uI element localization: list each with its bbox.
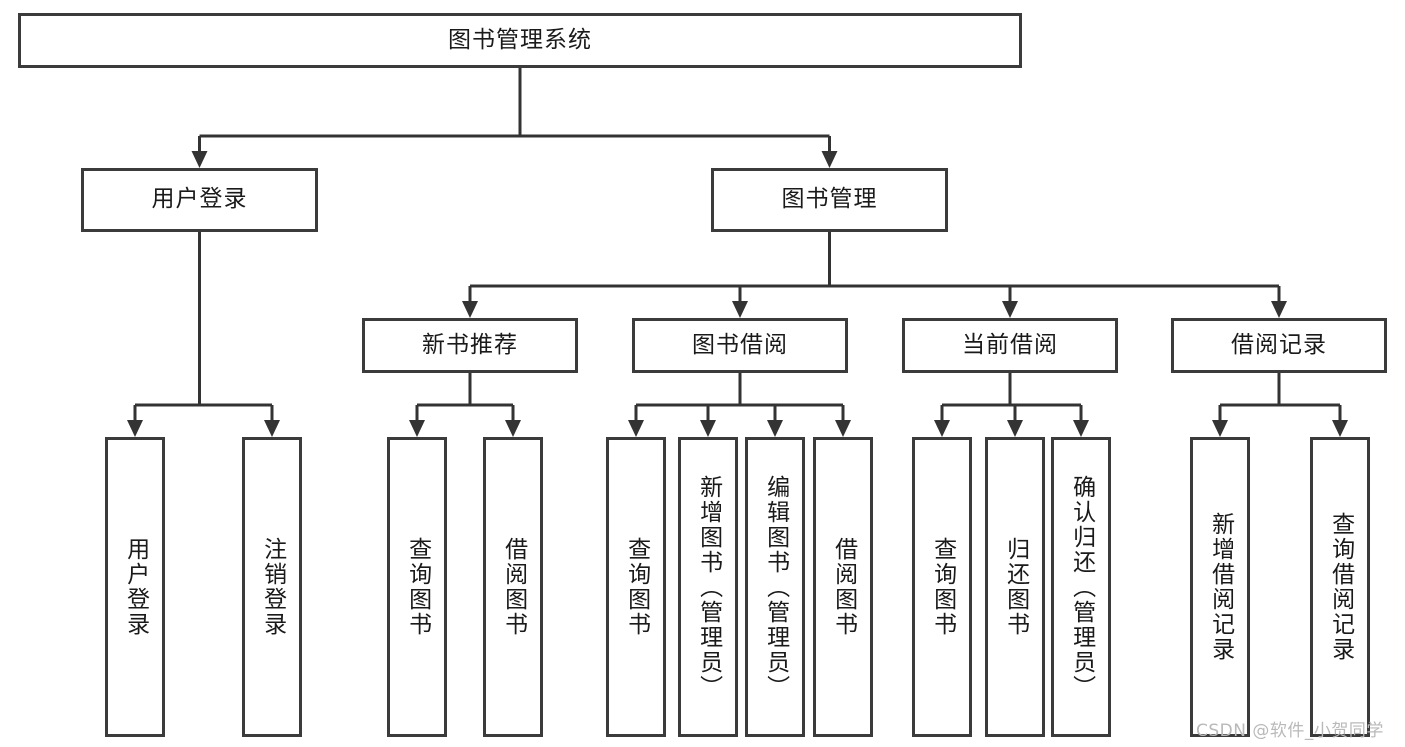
node-label: 图书管理 <box>781 186 878 213</box>
arrowhead-leaf-borrow-book-1 <box>505 420 521 437</box>
node-leaf-borrow-book-2[interactable]: 借阅图书 <box>813 437 873 737</box>
arrowhead-current-borrow <box>1002 301 1018 318</box>
arrowhead-leaf-borrow-book-2 <box>835 420 851 437</box>
arrowhead-user-login <box>191 151 208 168</box>
node-label: 查询借阅记录 <box>1327 512 1354 662</box>
node-leaf-add-record[interactable]: 新增借阅记录 <box>1190 437 1250 737</box>
node-label: 用户登录 <box>151 186 248 213</box>
node-label: 借阅图书 <box>500 537 527 637</box>
arrowhead-leaf-confirm-return <box>1073 420 1089 437</box>
node-leaf-confirm-return[interactable]: 确认归还（管理员） <box>1051 437 1111 737</box>
node-label: 注销登录 <box>259 537 286 637</box>
arrowhead-leaf-query-book-2 <box>628 420 644 437</box>
arrowhead-borrow-record <box>1271 301 1287 318</box>
node-label: 编辑图书（管理员） <box>762 474 789 700</box>
node-leaf-query-record[interactable]: 查询借阅记录 <box>1310 437 1370 737</box>
node-leaf-return-book[interactable]: 归还图书 <box>985 437 1045 737</box>
node-leaf-add-book[interactable]: 新增图书（管理员） <box>678 437 738 737</box>
node-label: 新书推荐 <box>422 331 518 358</box>
arrowhead-leaf-logout <box>264 420 280 437</box>
arrowhead-leaf-query-book-3 <box>934 420 950 437</box>
node-leaf-query-book-2[interactable]: 查询图书 <box>606 437 666 737</box>
node-label: 查询图书 <box>404 537 431 637</box>
node-label: 当前借阅 <box>962 331 1058 358</box>
node-label: 归还图书 <box>1002 537 1029 637</box>
arrowhead-leaf-edit-book <box>767 420 783 437</box>
csdn-watermark: CSDN @软件_小贺同学 <box>1196 721 1384 741</box>
node-leaf-edit-book[interactable]: 编辑图书（管理员） <box>745 437 805 737</box>
node-label: 新增借阅记录 <box>1207 512 1234 662</box>
node-leaf-query-book-1[interactable]: 查询图书 <box>387 437 447 737</box>
node-user-login[interactable]: 用户登录 <box>81 168 318 232</box>
arrowhead-leaf-query-book-1 <box>409 420 425 437</box>
node-leaf-borrow-book-1[interactable]: 借阅图书 <box>483 437 543 737</box>
node-label: 新增图书（管理员） <box>695 474 722 700</box>
node-label: 确认归还（管理员） <box>1068 474 1095 700</box>
node-label: 图书借阅 <box>692 331 788 358</box>
node-label: 借阅图书 <box>830 537 857 637</box>
arrowhead-leaf-query-record <box>1332 420 1348 437</box>
node-leaf-user-login[interactable]: 用户登录 <box>105 437 165 737</box>
node-root[interactable]: 图书管理系统 <box>18 13 1022 68</box>
arrowhead-book-borrow <box>732 301 748 318</box>
node-book-manage[interactable]: 图书管理 <box>711 168 948 232</box>
node-book-borrow[interactable]: 图书借阅 <box>632 318 848 373</box>
node-new-book-rec[interactable]: 新书推荐 <box>362 318 578 373</box>
node-label: 图书管理系统 <box>448 26 592 53</box>
arrowhead-book-manage <box>821 151 838 168</box>
node-leaf-logout[interactable]: 注销登录 <box>242 437 302 737</box>
arrowhead-leaf-user-login <box>127 420 143 437</box>
node-current-borrow[interactable]: 当前借阅 <box>902 318 1118 373</box>
node-label: 用户登录 <box>122 537 149 637</box>
arrowhead-leaf-add-book <box>700 420 716 437</box>
node-label: 查询图书 <box>929 537 956 637</box>
arrowhead-new-book-rec <box>462 301 478 318</box>
node-label: 查询图书 <box>623 537 650 637</box>
arrowhead-leaf-return-book <box>1007 420 1023 437</box>
node-borrow-record[interactable]: 借阅记录 <box>1171 318 1387 373</box>
node-label: 借阅记录 <box>1231 331 1327 358</box>
arrowhead-leaf-add-record <box>1212 420 1228 437</box>
node-leaf-query-book-3[interactable]: 查询图书 <box>912 437 972 737</box>
